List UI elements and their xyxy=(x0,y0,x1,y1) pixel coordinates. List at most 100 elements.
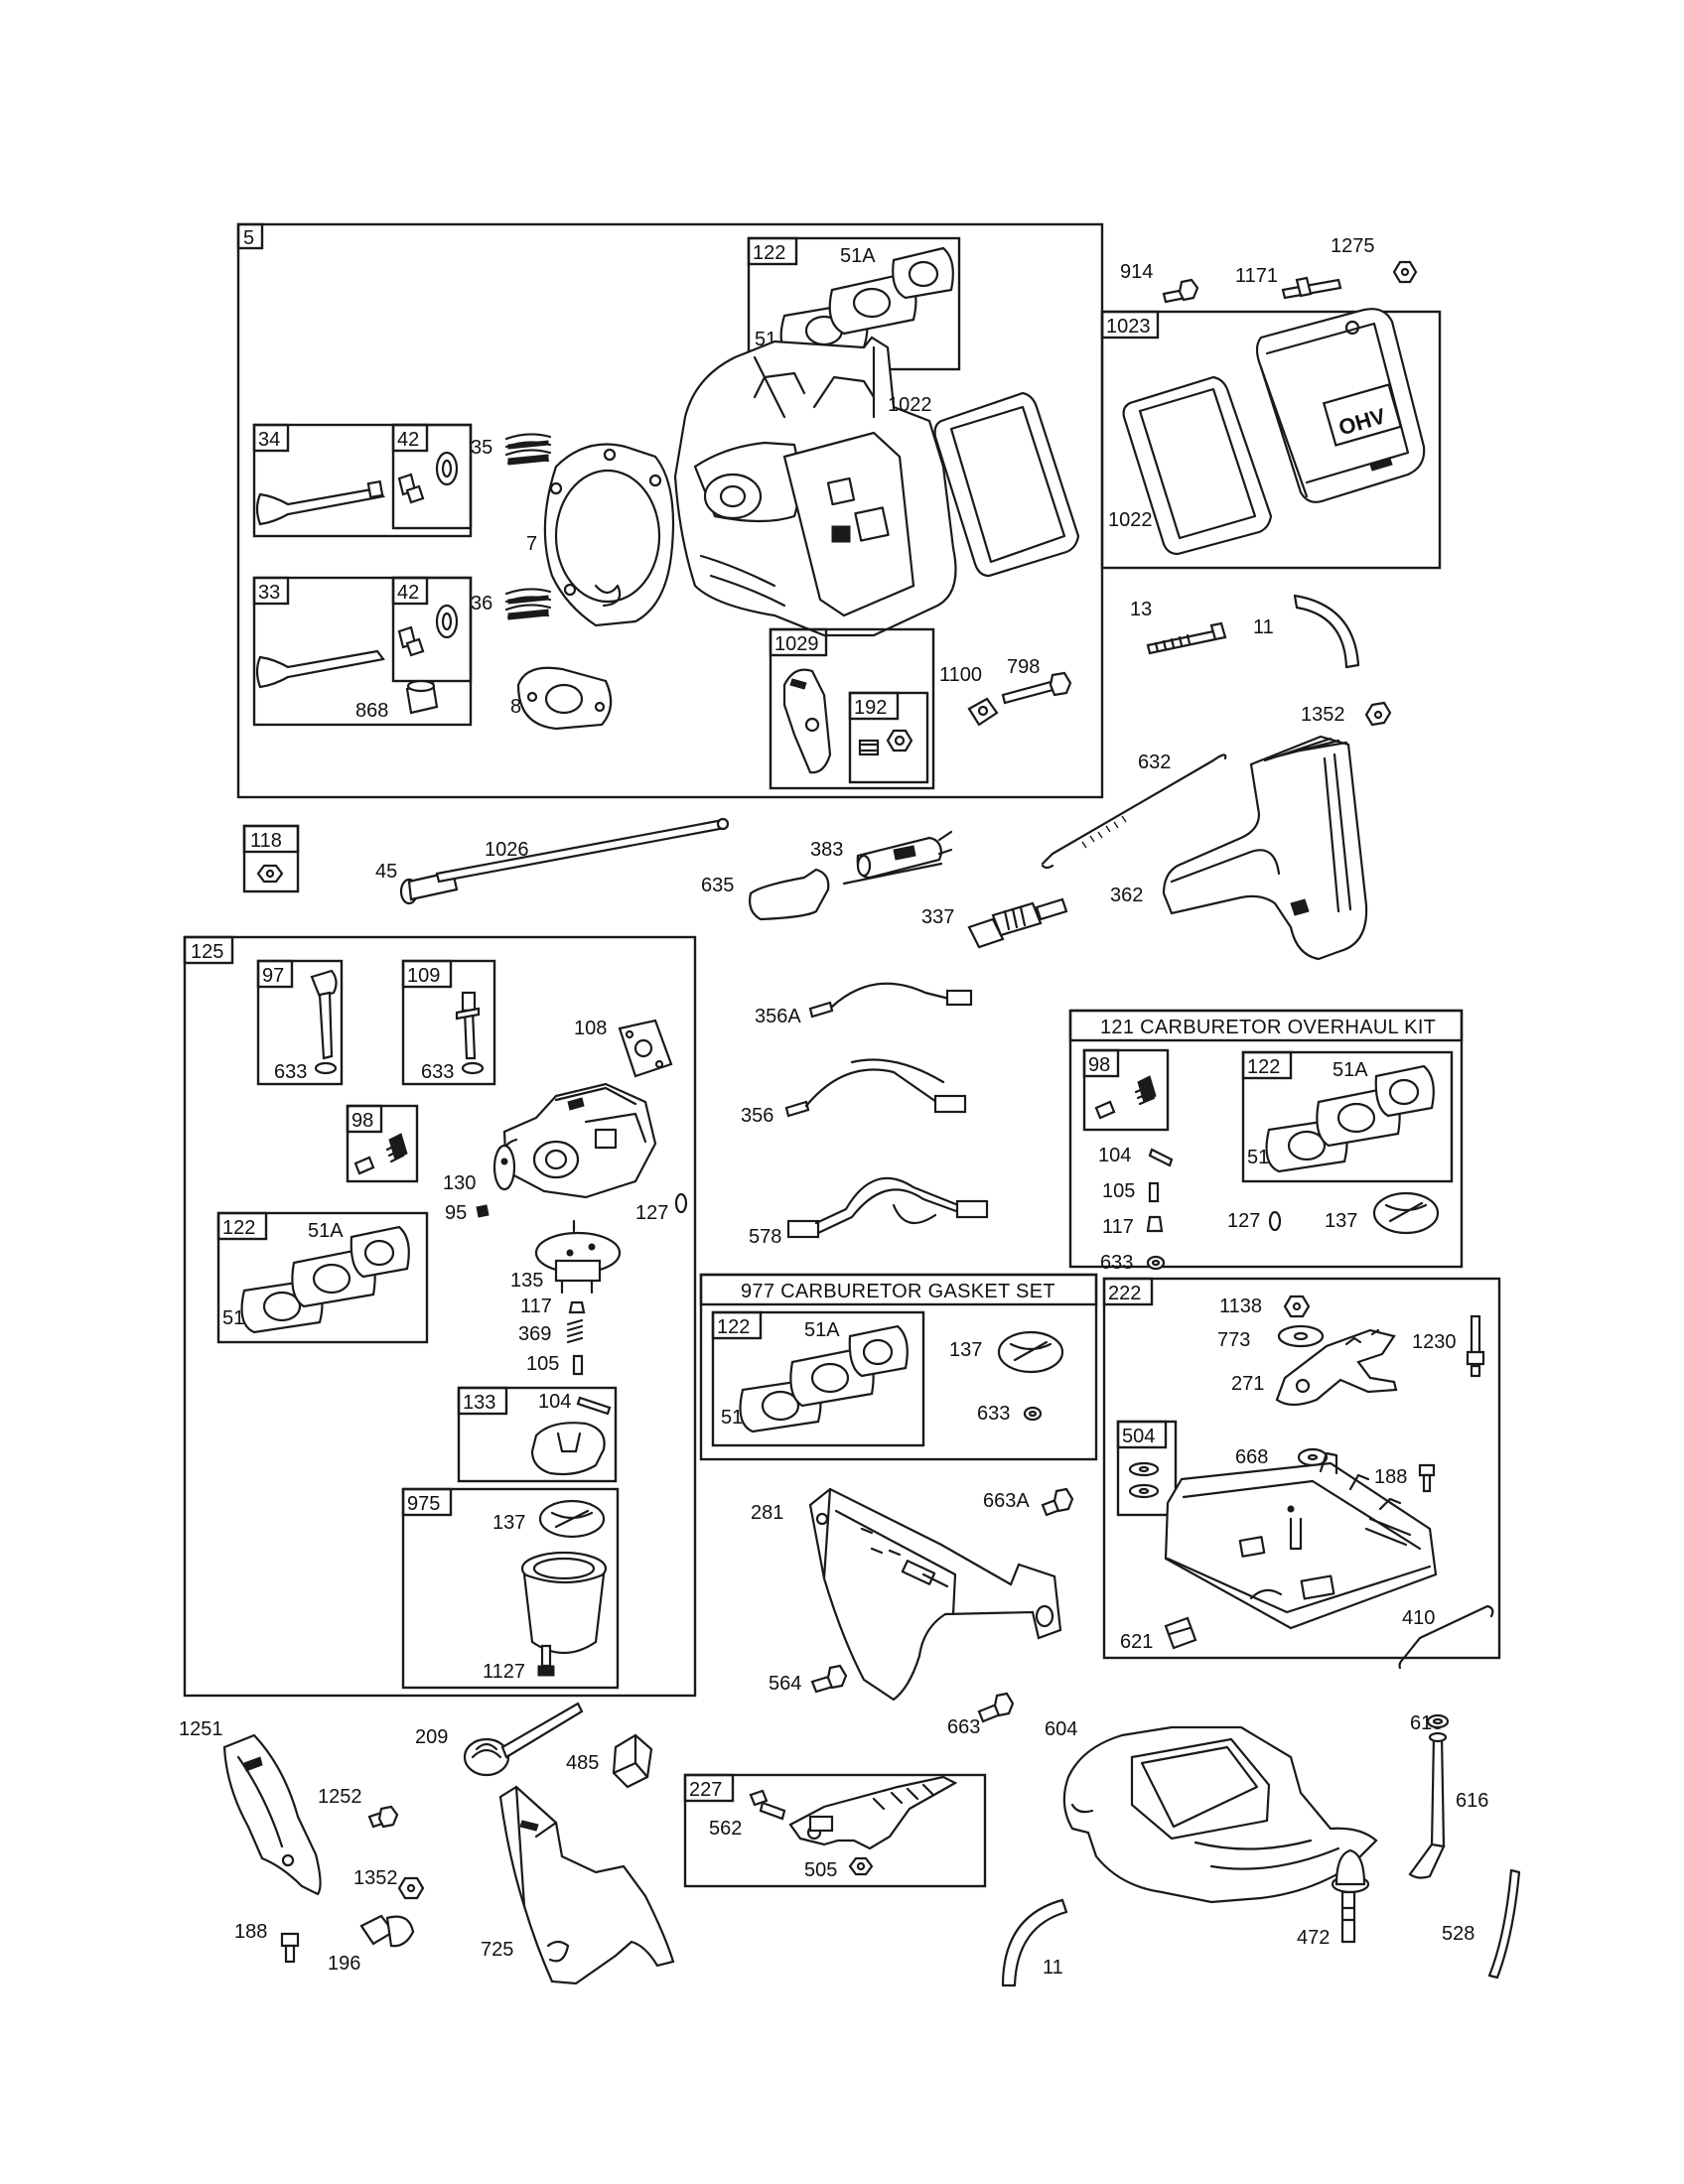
box-33-exhaust-valve: 33 42 868 xyxy=(252,576,473,727)
bolt-icon xyxy=(1162,278,1199,304)
part-label-51A: 51A xyxy=(1333,1059,1368,1081)
part-label-362: 362 xyxy=(1110,885,1143,906)
thumb-screw-icon xyxy=(359,1914,415,1948)
part-label-1171: 1171 xyxy=(1235,265,1278,287)
part-label-635: 635 xyxy=(701,875,734,896)
bolt-icon xyxy=(810,1664,848,1694)
part-label-35: 35 xyxy=(471,437,492,459)
part-label-616: 616 xyxy=(1456,1790,1488,1812)
air-guide-icon xyxy=(1162,735,1368,961)
push-rod-icon xyxy=(435,817,730,884)
box-label-133: 133 xyxy=(463,1392,495,1414)
kit-title-977: 977 CARBURETOR GASKET SET xyxy=(741,1281,1055,1302)
box-label-122: 122 xyxy=(1247,1056,1280,1078)
box-121-carburetor-overhaul-kit: 121 CARBURETOR OVERHAUL KIT 98 104 105 1… xyxy=(1068,1009,1464,1274)
part-label-271: 271 xyxy=(1231,1373,1264,1395)
part-label-1022: 1022 xyxy=(1108,509,1153,531)
part-label-127: 127 xyxy=(635,1202,668,1224)
part-label-108: 108 xyxy=(574,1018,607,1039)
box-label-5: 5 xyxy=(243,227,254,249)
box-118: 118 xyxy=(242,824,300,893)
wire-harness-icon xyxy=(786,1176,989,1239)
nut-icon xyxy=(1283,1295,1311,1318)
part-label-188: 188 xyxy=(1374,1466,1407,1488)
oil-fill-tube-icon xyxy=(463,1702,584,1777)
terminal-block-icon xyxy=(612,1733,653,1789)
part-label-209: 209 xyxy=(415,1726,448,1748)
part-label-51A: 51A xyxy=(840,245,876,267)
part-label-281: 281 xyxy=(751,1502,783,1524)
part-label-117: 117 xyxy=(1102,1216,1134,1238)
part-label-104: 104 xyxy=(538,1391,571,1413)
bowl-gasket-icon xyxy=(538,1499,606,1539)
spark-plug-icon xyxy=(967,897,1068,949)
part-label-130: 130 xyxy=(443,1172,476,1194)
box-98-screw: 98 xyxy=(1082,1048,1170,1132)
screw-icon xyxy=(476,1204,490,1218)
part-label-633: 633 xyxy=(274,1061,307,1083)
box-label-1029: 1029 xyxy=(774,633,819,655)
box-977-carburetor-gasket-set: 977 CARBURETOR GASKET SET 122 51A 51 137… xyxy=(699,1273,1098,1461)
part-label-1251: 1251 xyxy=(179,1718,223,1740)
valve-seal-icon xyxy=(405,679,439,715)
box-504-washers: 504 xyxy=(1116,1420,1178,1517)
rocker-guide-icon xyxy=(967,697,999,727)
gasket-51-icon xyxy=(240,1225,410,1334)
part-label-668: 668 xyxy=(1235,1446,1268,1468)
spark-plug-boot-icon xyxy=(749,868,830,921)
float-needle-icon xyxy=(1148,1181,1160,1203)
part-label-196: 196 xyxy=(328,1953,360,1975)
governor-spring-icon xyxy=(1041,753,1227,870)
part-label-1352: 1352 xyxy=(353,1867,398,1889)
box-label-97: 97 xyxy=(262,965,284,987)
box-122-intake-gaskets: 122 51A 51 xyxy=(216,1211,429,1344)
part-label-1230: 1230 xyxy=(1412,1331,1457,1353)
part-label-188: 188 xyxy=(234,1921,267,1943)
part-label-663A: 663A xyxy=(983,1490,1030,1512)
bolt-icon xyxy=(749,1789,786,1821)
box-222-control-bracket: 222 1138 773 271 1230 504 xyxy=(1102,1277,1501,1670)
bolt-icon xyxy=(280,1932,300,1964)
spring-icon xyxy=(566,1318,584,1344)
control-lever-icon xyxy=(1275,1328,1398,1407)
nut-icon xyxy=(256,864,284,884)
box-975-float-bowl: 975 137 1127 xyxy=(401,1487,620,1690)
part-label-383: 383 xyxy=(810,839,843,861)
bolt-icon xyxy=(1146,621,1227,655)
part-label-528: 528 xyxy=(1442,1923,1474,1945)
valve-keeper-icon xyxy=(397,451,459,504)
link-rod-icon xyxy=(1398,1604,1494,1670)
bolt-icon xyxy=(1418,1463,1436,1493)
part-label-137: 137 xyxy=(1325,1210,1357,1232)
governor-lever-icon xyxy=(788,1775,958,1850)
clip-icon xyxy=(1164,1616,1197,1650)
rocker-arm-icon xyxy=(782,668,832,774)
part-label-105: 105 xyxy=(1102,1180,1135,1202)
part-label-725: 725 xyxy=(481,1939,513,1961)
part-label-472: 472 xyxy=(1297,1927,1330,1949)
blower-housing-icon xyxy=(1062,1725,1378,1904)
nut-icon xyxy=(848,1856,874,1876)
box-label-122: 122 xyxy=(753,242,785,264)
part-label-632: 632 xyxy=(1138,751,1171,773)
box-label-227: 227 xyxy=(689,1779,722,1801)
box-label-222: 222 xyxy=(1108,1283,1141,1304)
part-label-633: 633 xyxy=(1100,1252,1133,1274)
nut-icon xyxy=(1392,260,1418,284)
part-label-1352: 1352 xyxy=(1301,704,1345,726)
box-1029-rocker-arm: 1029 192 xyxy=(769,627,935,790)
needle-icon xyxy=(310,969,338,1075)
washer-icon xyxy=(1146,1255,1166,1271)
needle-icon xyxy=(455,991,485,1075)
bowl-screw-icon xyxy=(537,1644,555,1677)
part-label-1275: 1275 xyxy=(1331,235,1375,257)
box-label-504: 504 xyxy=(1122,1426,1155,1447)
float-icon xyxy=(530,1422,606,1476)
rocker-stud-icon xyxy=(1001,671,1072,705)
valve-icon xyxy=(255,649,385,689)
part-label-1138: 1138 xyxy=(1219,1296,1262,1317)
gasket-51-icon xyxy=(1265,1064,1435,1173)
box-label-109: 109 xyxy=(407,965,440,987)
o-ring-icon xyxy=(1426,1713,1450,1729)
bowl-gasket-icon xyxy=(997,1330,1064,1374)
